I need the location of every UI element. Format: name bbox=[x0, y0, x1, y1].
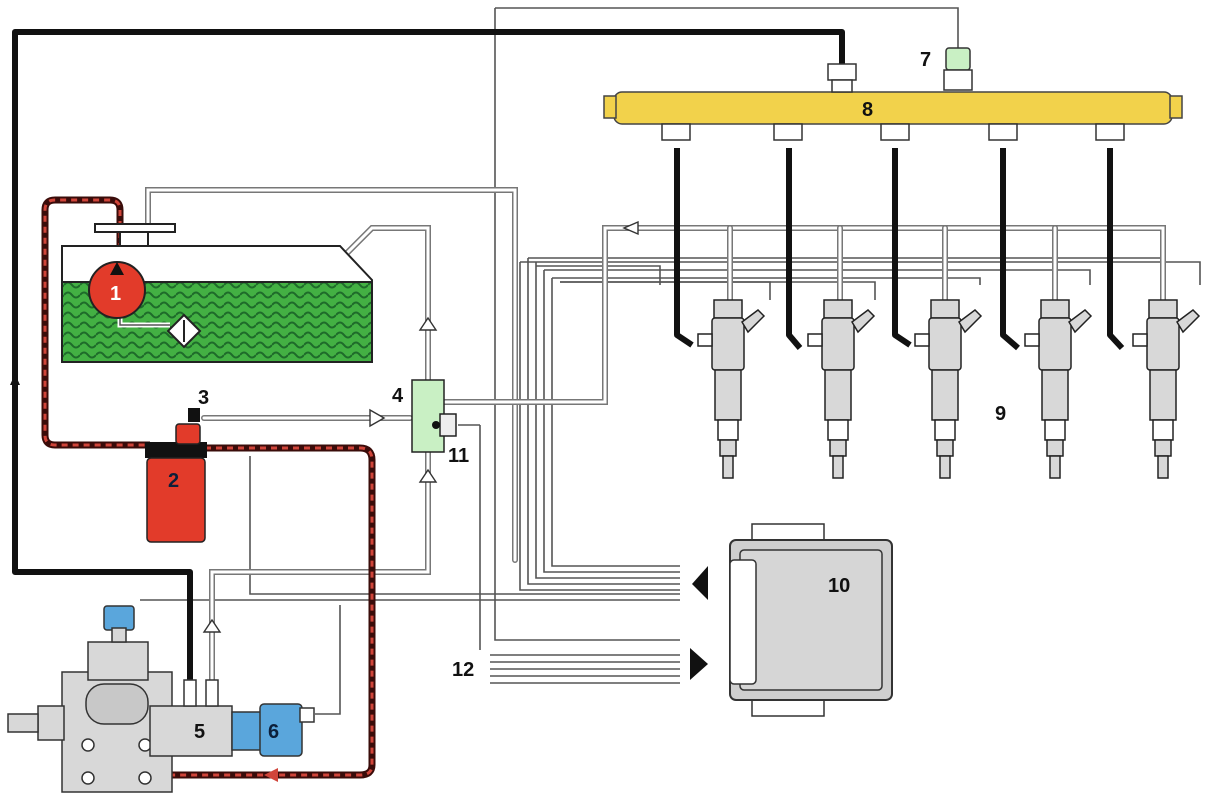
input-signal-arrow bbox=[692, 566, 708, 600]
label-7: 7 bbox=[920, 49, 931, 71]
label-8: 8 bbox=[862, 99, 873, 121]
flow-arrow bbox=[622, 220, 639, 236]
injectors bbox=[697, 299, 1200, 479]
pressure-regulator bbox=[411, 379, 457, 453]
fuel-filter: 2 bbox=[145, 408, 207, 543]
flow-arrow bbox=[202, 618, 222, 633]
label-6: 6 bbox=[268, 721, 279, 743]
label-4: 4 bbox=[392, 385, 404, 407]
rail-pressure-sensor bbox=[943, 47, 973, 91]
flow-arrow bbox=[10, 374, 20, 385]
flow-arrow bbox=[418, 316, 438, 331]
injector-5 bbox=[1132, 299, 1200, 479]
electric-fuel-pump: 1 bbox=[88, 261, 146, 319]
flow-arrow bbox=[264, 768, 278, 782]
label-12: 12 bbox=[452, 659, 474, 681]
supply-lines bbox=[41, 196, 376, 779]
label-11: 11 bbox=[448, 445, 469, 467]
return-lines bbox=[145, 187, 1166, 683]
label-2: 2 bbox=[168, 470, 179, 492]
label-1: 1 bbox=[110, 283, 121, 305]
output-signal-arrow bbox=[690, 648, 708, 680]
injector-2 bbox=[807, 299, 875, 479]
label-10: 10 bbox=[828, 575, 850, 597]
high-pressure-lines bbox=[12, 29, 1125, 680]
flow-arrow bbox=[418, 468, 438, 483]
injector-4 bbox=[1024, 299, 1092, 479]
flow-arrows bbox=[202, 220, 639, 633]
common-rail: 8 bbox=[603, 63, 1183, 141]
injector-1 bbox=[697, 299, 765, 479]
label-5: 5 bbox=[194, 721, 205, 743]
label-3: 3 bbox=[198, 387, 209, 409]
label-9: 9 bbox=[995, 403, 1006, 425]
tank-filter bbox=[166, 313, 202, 349]
injector-3 bbox=[914, 299, 982, 479]
high-pressure-pump: 5 bbox=[7, 605, 233, 793]
wiring-harness bbox=[140, 7, 1201, 715]
flow-arrow bbox=[369, 408, 386, 428]
control-unit: 10 bbox=[729, 523, 893, 717]
metering-valve: 6 bbox=[231, 703, 315, 757]
fuel-tank: 1 bbox=[61, 223, 373, 363]
